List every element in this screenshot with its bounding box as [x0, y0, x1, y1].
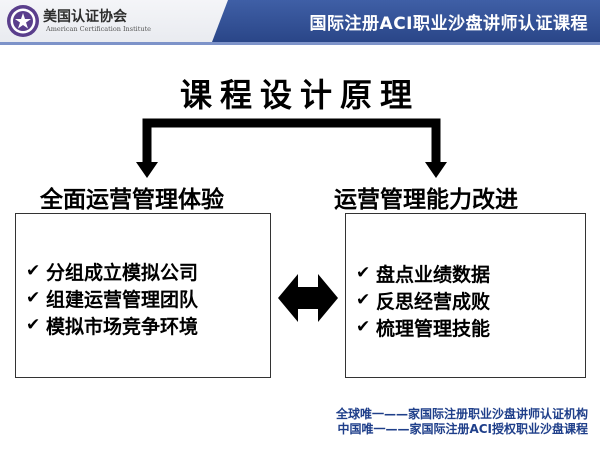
- bracket-line: [142, 118, 441, 166]
- check-icon: ✔: [26, 315, 41, 335]
- list-item: ✔ 组建运营管理团队: [26, 285, 198, 312]
- check-icon: ✔: [26, 261, 41, 281]
- right-box: ✔ 盘点业绩数据 ✔ 反思经营成败 ✔ 梳理管理技能: [345, 213, 586, 378]
- left-list: ✔ 分组成立模拟公司 ✔ 组建运营管理团队 ✔ 模拟市场竞争环境: [26, 258, 198, 339]
- down-arrow-right: [425, 162, 447, 178]
- list-item-label: 反思经营成败: [376, 291, 491, 313]
- left-box: ✔ 分组成立模拟公司 ✔ 组建运营管理团队 ✔ 模拟市场竞争环境: [15, 213, 271, 378]
- institute-seal-icon: [7, 5, 39, 37]
- list-item-label: 盘点业绩数据: [376, 264, 491, 286]
- header-bar: 美国认证协会 American Certification Institute …: [0, 0, 600, 42]
- check-icon: ✔: [356, 263, 371, 283]
- list-item-label: 模拟市场竞争环境: [46, 316, 199, 338]
- list-item: ✔ 模拟市场竞争环境: [26, 312, 198, 339]
- list-item: ✔ 盘点业绩数据: [356, 260, 490, 287]
- main-title: 课程设计原理: [179, 76, 420, 114]
- list-item-label: 分组成立模拟公司: [46, 262, 199, 284]
- check-icon: ✔: [356, 317, 371, 337]
- right-list: ✔ 盘点业绩数据 ✔ 反思经营成败 ✔ 梳理管理技能: [356, 260, 490, 341]
- double-arrow-icon: [278, 274, 338, 322]
- header-title: 国际注册ACI职业沙盘讲师认证课程: [309, 14, 588, 34]
- header-title-band: [212, 0, 600, 42]
- left-heading: 全面运营管理体验: [40, 187, 224, 213]
- list-item: ✔ 梳理管理技能: [356, 314, 490, 341]
- right-heading: 运营管理能力改进: [334, 187, 518, 213]
- down-arrow-left: [136, 162, 158, 178]
- list-item-label: 组建运营管理团队: [46, 289, 199, 311]
- check-icon: ✔: [26, 288, 41, 308]
- footer-line-1: 全球唯一——家国际注册职业沙盘讲师认证机构: [335, 407, 588, 421]
- logo-chinese-name: 美国认证协会: [43, 9, 127, 25]
- logo-english-name: American Certification Institute: [46, 25, 152, 33]
- list-item: ✔ 反思经营成败: [356, 287, 490, 314]
- list-item-label: 梳理管理技能: [376, 318, 491, 340]
- footer-line-2: 中国唯一——家国际注册ACI授权职业沙盘课程: [337, 422, 588, 436]
- list-item: ✔ 分组成立模拟公司: [26, 258, 198, 285]
- footer: 全球唯一——家国际注册职业沙盘讲师认证机构 中国唯一——家国际注册ACI授权职业…: [336, 407, 588, 437]
- header-divider: [0, 42, 600, 45]
- check-icon: ✔: [356, 290, 371, 310]
